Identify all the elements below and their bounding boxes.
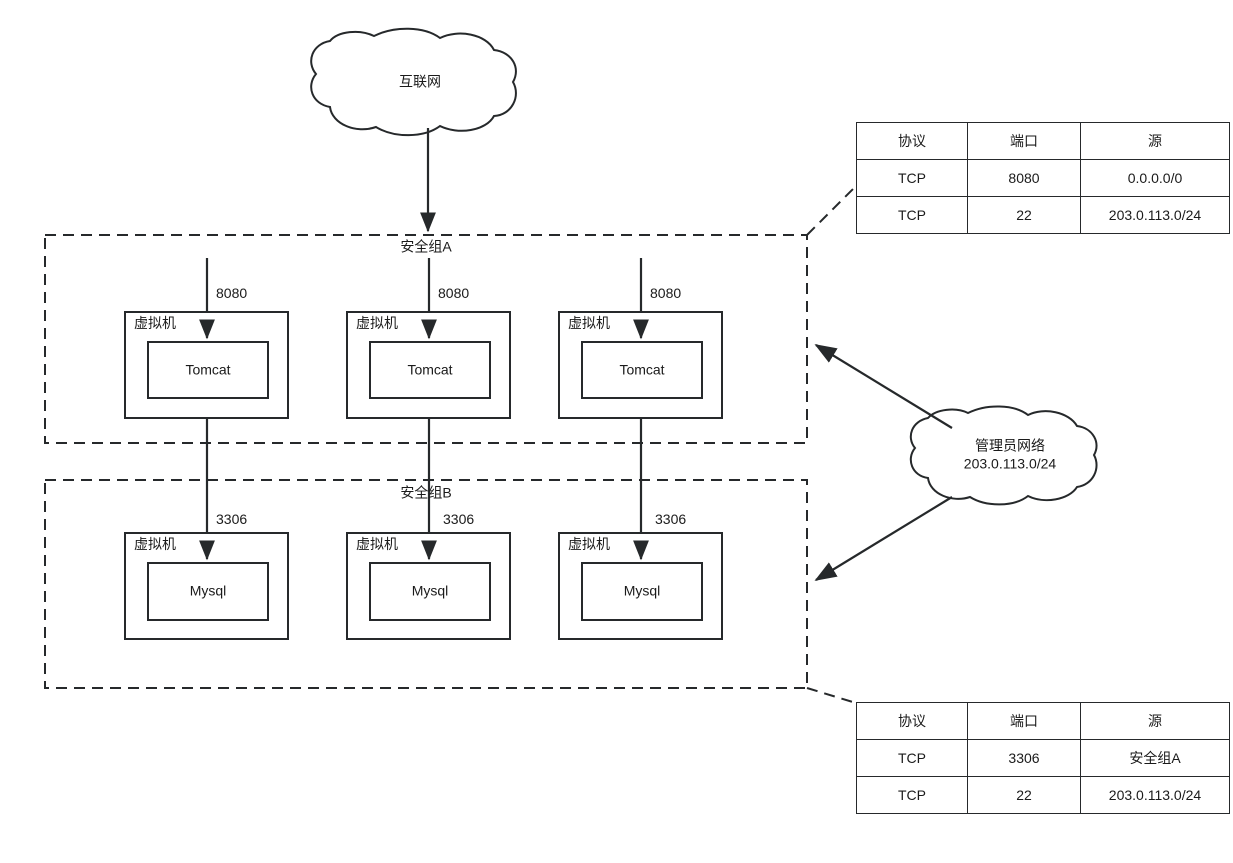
table-row: TCP 3306 安全组A <box>856 739 1230 777</box>
cell-port: 22 <box>967 776 1081 814</box>
cell-port: 22 <box>967 196 1081 234</box>
internet-cloud-shape <box>310 27 517 137</box>
security-group-b-rules-table: 协议 端口 源 TCP 3306 安全组A TCP 22 203.0.113.0… <box>856 702 1230 814</box>
table-row: TCP 8080 0.0.0.0/0 <box>856 159 1230 197</box>
app-box-mysql-2[interactable] <box>369 562 491 621</box>
cell-protocol: TCP <box>856 739 968 777</box>
app-box-mysql-1[interactable] <box>147 562 269 621</box>
cell-source: 203.0.113.0/24 <box>1080 196 1230 234</box>
app-box-tomcat-2[interactable] <box>369 341 491 399</box>
table-header-row: 协议 端口 源 <box>856 702 1230 740</box>
security-group-a-rules-table: 协议 端口 源 TCP 8080 0.0.0.0/0 TCP 22 203.0.… <box>856 122 1230 234</box>
cell-port: 8080 <box>967 159 1081 197</box>
flow-admin-to-sg-b <box>814 496 953 581</box>
cell-source: 0.0.0.0/0 <box>1080 159 1230 197</box>
app-box-tomcat-3[interactable] <box>581 341 703 399</box>
header-protocol: 协议 <box>856 122 968 160</box>
header-port: 端口 <box>967 702 1081 740</box>
admin-network-cloud-shape <box>909 405 1098 506</box>
table-row: TCP 22 203.0.113.0/24 <box>856 776 1230 814</box>
cell-protocol: TCP <box>856 776 968 814</box>
app-box-tomcat-1[interactable] <box>147 341 269 399</box>
header-protocol: 协议 <box>856 702 968 740</box>
header-source: 源 <box>1080 702 1230 740</box>
leader-line-sg-b-to-table <box>806 687 857 704</box>
security-group-a-boundary <box>44 234 808 444</box>
cell-protocol: TCP <box>856 196 968 234</box>
security-group-b-boundary <box>44 479 808 689</box>
cell-port: 3306 <box>967 739 1081 777</box>
app-box-mysql-3[interactable] <box>581 562 703 621</box>
table-row: TCP 22 203.0.113.0/24 <box>856 196 1230 234</box>
header-source: 源 <box>1080 122 1230 160</box>
header-port: 端口 <box>967 122 1081 160</box>
cell-source: 安全组A <box>1080 739 1230 777</box>
leader-line-sg-a-to-table <box>806 185 857 236</box>
cell-source: 203.0.113.0/24 <box>1080 776 1230 814</box>
flow-admin-to-sg-a <box>814 344 953 429</box>
table-header-row: 协议 端口 源 <box>856 122 1230 160</box>
cell-protocol: TCP <box>856 159 968 197</box>
